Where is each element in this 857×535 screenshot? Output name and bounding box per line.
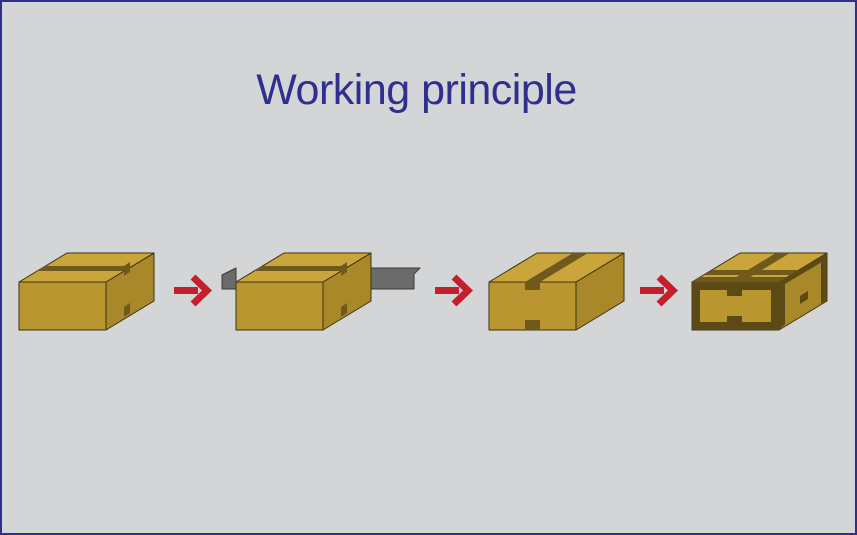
arrow-2-right-arrow-icon [435,274,474,307]
step-1-box-icon [18,252,155,331]
arrow-3-right-arrow-icon [640,274,679,307]
arrow-1-right-arrow-icon [174,274,213,307]
step-2-box-icon [221,252,421,331]
step-4-box-icon [691,252,828,331]
step-3-box-icon [488,252,625,331]
diagram-title: Working principle [256,66,577,114]
